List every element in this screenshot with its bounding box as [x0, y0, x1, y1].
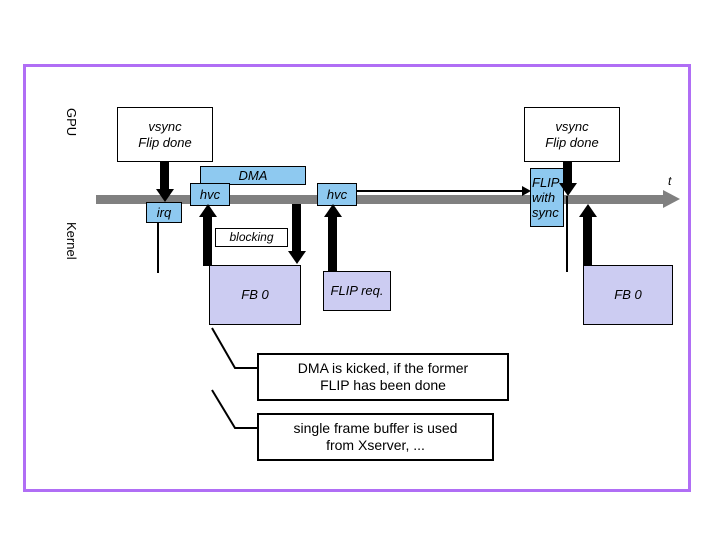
arrow-vsync-right-down-head-icon	[558, 183, 577, 196]
timeline-bar	[96, 195, 666, 204]
arrow-hvc2-to-flip-sync-head-icon	[522, 186, 531, 196]
callout-1-line1: DMA is kicked, if the former	[297, 360, 469, 377]
vsync-right-lifeline	[566, 196, 568, 272]
arrow-flipreq-to-hvc2-head-icon	[323, 204, 342, 217]
arrow-dma-to-fb0-head-icon	[287, 251, 306, 264]
vsync-flip-done-box-right: vsync Flip done	[524, 107, 620, 162]
vsync-right-line2: Flip done	[545, 134, 599, 150]
arrow-flipreq-to-hvc2	[328, 216, 337, 272]
dma-box: DMA	[200, 166, 306, 185]
lane-label-kernel: Kernel	[64, 222, 79, 260]
hvc-box-2: hvc	[317, 183, 357, 206]
hvc-box-1: hvc	[190, 183, 230, 206]
blocking-box: blocking	[215, 228, 288, 247]
arrow-fb0-right-to-timeline	[583, 216, 592, 268]
arrow-dma-to-fb0	[292, 204, 301, 252]
arrow-vsync-left-to-irq-head-icon	[155, 189, 174, 202]
flip-with-sync-line1: FLIP	[532, 174, 560, 190]
vsync-left-line1: vsync	[148, 119, 182, 135]
vsync-flip-done-box-left: vsync Flip done	[117, 107, 213, 162]
arrow-fb0-to-hvc1-head-icon	[198, 204, 217, 217]
slide-frame	[23, 64, 691, 492]
callout-box-dma-kicked: DMA is kicked, if the former FLIP has be…	[257, 353, 509, 401]
flip-with-sync-box: FLIP with sync	[530, 168, 564, 227]
arrow-vsync-left-to-irq	[160, 162, 169, 190]
callout-leader-lines	[211, 327, 257, 429]
fb0-box-right: FB 0	[583, 265, 673, 325]
lane-label-gpu: GPU	[64, 108, 79, 137]
flip-with-sync-line3: sync	[532, 205, 559, 221]
arrow-fb0-to-hvc1	[203, 216, 212, 266]
arrow-hvc2-to-flip-sync	[357, 190, 524, 192]
arrow-fb0-right-to-timeline-head-icon	[578, 204, 597, 217]
arrow-vsync-right-down	[563, 162, 572, 184]
timeline-arrowhead-icon	[663, 190, 680, 208]
fb0-box-left: FB 0	[209, 265, 301, 325]
irq-box: irq	[146, 202, 182, 223]
vsync-left-line2: Flip done	[138, 134, 192, 150]
callout-box-single-frame-buffer: single frame buffer is used from Xserver…	[257, 413, 494, 461]
callout-1-line2: FLIP has been done	[320, 377, 446, 393]
irq-lifeline	[157, 223, 159, 273]
callout-2-line2: from Xserver, ...	[326, 437, 425, 453]
timeline-axis-label: t	[668, 174, 672, 188]
flip-req-box: FLIP req.	[323, 271, 391, 311]
flip-with-sync-line2: with	[532, 189, 556, 205]
callout-2-line1: single frame buffer is used	[293, 420, 458, 437]
vsync-right-line1: vsync	[555, 119, 589, 135]
